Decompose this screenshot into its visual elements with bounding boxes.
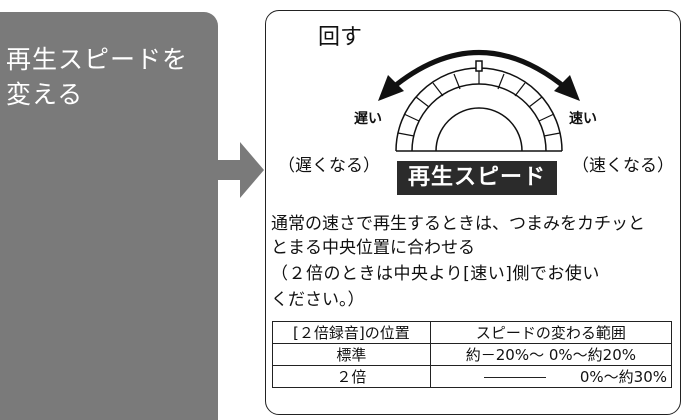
table-cell-position: 標準: [272, 343, 431, 366]
playback-speed-badge: 再生スピード: [397, 161, 557, 195]
arrow-right-icon: [554, 75, 580, 101]
slower-label: （遅くなる）: [278, 156, 380, 176]
table-cell-range-text: 0%～約30%: [579, 368, 667, 386]
description-line-4: ください。）: [271, 290, 365, 310]
rotate-label: 回す: [318, 25, 363, 50]
instruction-panel: 回す 遅い 速い （遅くなる） （速くなる） 再生スピード 通常の速さで再生する…: [265, 10, 681, 415]
table-header-position: [２倍録音]の位置: [272, 321, 431, 344]
table-cell-range: 0%～約30%: [429, 365, 673, 388]
description-line-3: （２倍のときは中央より[速い]側でお使い: [271, 264, 600, 284]
table-header-range: スピードの変わる範囲: [429, 321, 673, 344]
slow-label: 遅い: [354, 111, 382, 127]
table-cell-range: 約－20%～ 0%～約20%: [429, 343, 673, 366]
table-cell-position: ２倍: [272, 365, 431, 388]
fast-label: 速い: [569, 111, 597, 127]
table-row: 標準 約－20%～ 0%～約20%: [272, 343, 673, 366]
dash-line: [483, 377, 546, 378]
dial-center-notch: [475, 60, 483, 72]
faster-label: （速くなる）: [572, 156, 674, 176]
side-panel: 再生スピードを 変える: [0, 12, 218, 420]
table-header-row: [２倍録音]の位置 スピードの変わる範囲: [272, 321, 673, 344]
description-line-2: とまる中央位置に合わせる: [271, 238, 475, 258]
speed-range-table: [２倍録音]の位置 スピードの変わる範囲 標準 約－20%～ 0%～約20% ２…: [272, 321, 673, 388]
arrow-left-icon: [378, 75, 404, 101]
speed-dial-illustration: [378, 50, 580, 152]
description-line-1: 通常の速さで再生するときは、つまみをカチッと: [271, 214, 645, 234]
table-row: ２倍 0%～約30%: [272, 365, 673, 388]
side-panel-title: 再生スピードを 変える: [6, 45, 189, 109]
rotation-arc: [389, 50, 569, 91]
right-arrow-icon: [218, 142, 264, 198]
